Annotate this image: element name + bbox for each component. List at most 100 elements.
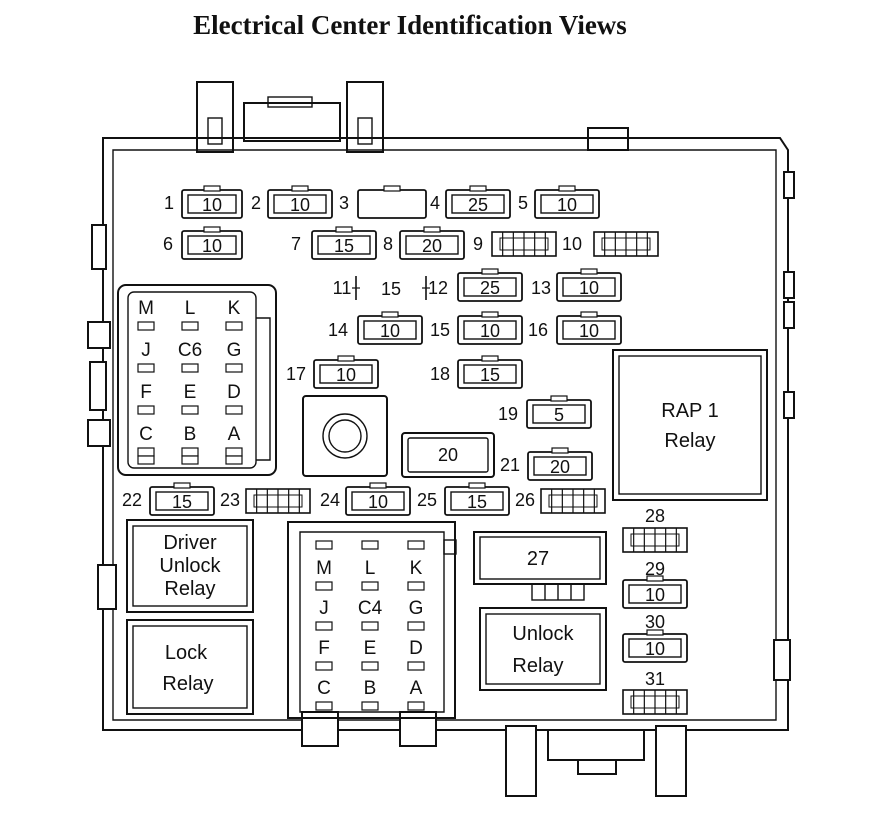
fuse-3-top-tab xyxy=(383,185,401,192)
connector_c6-terminal-pin xyxy=(225,321,243,331)
connector_c6-terminal-pin xyxy=(137,363,155,373)
fuse-15-window xyxy=(463,320,517,340)
connector_c6-terminal-label: G xyxy=(227,340,242,361)
connector_c4-terminal-label: D xyxy=(409,638,423,659)
fuse-22-rating: 15 xyxy=(172,492,192,512)
fuse-slot-26: 26 xyxy=(515,488,606,514)
fuse-4-position-label: 4 xyxy=(430,193,440,213)
fuse-11-position-label: 11 xyxy=(333,278,352,298)
connector_c6-terminal-label: F xyxy=(140,382,152,403)
fuse-17-window xyxy=(319,364,373,384)
maxi-fuse-20-label: 20 xyxy=(438,445,458,465)
connector_c4-terminal-pin xyxy=(361,661,379,671)
connector-c6 xyxy=(117,284,277,476)
fuse-12-rating: 25 xyxy=(480,278,500,298)
fuse-6-position-label: 6 xyxy=(163,234,173,254)
fuse-slot-31: 31 xyxy=(622,669,688,715)
driver-unlock-relay-line-3: Relay xyxy=(164,578,215,600)
fuse-1-top-tab xyxy=(203,185,221,192)
fuse-25-window xyxy=(450,491,504,511)
fuse-slot-11: 11 15 xyxy=(333,276,430,300)
connector_c4-terminal-pin xyxy=(407,661,425,671)
fuse-14-top-tab xyxy=(381,311,399,318)
fuse-slot-9: 9 xyxy=(473,231,557,257)
fuse-4-window xyxy=(451,194,505,214)
lock-relay-line-2: Relay xyxy=(162,673,213,695)
connector_c6-terminal-pin xyxy=(225,405,243,415)
connector_c6-terminal-label: C xyxy=(139,424,153,445)
fuse-31-socket-inner xyxy=(630,695,680,709)
connector_c4-terminal-label: L xyxy=(365,558,376,579)
connector_c4-terminal-label: A xyxy=(410,678,423,699)
connector_c4-terminal-pin xyxy=(361,581,379,591)
connector_c4-terminal-pin xyxy=(361,621,379,631)
fuse-26-position-label: 26 xyxy=(515,490,535,510)
fuse-10-socket-inner xyxy=(601,237,651,251)
circuit-breaker-socket xyxy=(302,395,388,477)
connector_c6-terminal-pin xyxy=(181,455,199,465)
connector_c6-terminal-label: M xyxy=(138,298,154,319)
fuse-11-rating: 15 xyxy=(381,279,401,299)
fuse-slot-4: 4 25 xyxy=(430,185,511,219)
connector_c6-terminal-label: J xyxy=(141,340,151,361)
connector_c6-terminal-label: D xyxy=(227,382,241,403)
fuse-17-position-label: 17 xyxy=(286,364,306,384)
connector_c4-terminal-pin xyxy=(407,621,425,631)
fuse-slot-22: 22 15 xyxy=(122,482,215,516)
fuse-slot-28: 28 xyxy=(622,506,688,553)
fuse-7-top-tab xyxy=(335,226,353,233)
fuse-5-rating: 10 xyxy=(557,195,577,215)
fuse-15-position-label: 15 xyxy=(430,320,450,340)
rap-1-relay-line-1: RAP 1 xyxy=(661,400,718,422)
fuse-16-position-label: 16 xyxy=(528,320,548,340)
fuse-18-window xyxy=(463,364,517,384)
fuse-24-rating: 10 xyxy=(368,492,388,512)
fuse-16-top-tab xyxy=(580,311,598,318)
fuse-22-top-tab xyxy=(173,482,191,489)
fuse-22-position-label: 22 xyxy=(122,490,142,510)
fuse-19-window xyxy=(532,404,586,424)
connector_c6-terminal-pin xyxy=(137,447,155,457)
fuse-1-window xyxy=(187,194,237,214)
fuse-15-rating: 10 xyxy=(480,321,500,341)
fuse-25-rating: 15 xyxy=(467,492,487,512)
connector_c6-terminal-pin xyxy=(181,447,199,457)
connector_c4-terminal-label: C xyxy=(317,678,331,699)
block-27: 27 xyxy=(473,531,607,601)
fuse-7-window xyxy=(317,235,371,255)
connector_c6-terminal-pin xyxy=(181,363,199,373)
fuse-14-position-label: 14 xyxy=(328,320,348,340)
fuse-29-top-tab xyxy=(646,575,664,582)
connector_c4-terminal-label: F xyxy=(318,638,330,659)
fuse-3-body xyxy=(357,189,427,219)
fuse-18-top-tab xyxy=(481,355,499,362)
fuse-4-rating: 25 xyxy=(468,195,488,215)
connector_c4-terminal-label: J xyxy=(319,598,329,619)
lock-relay-line-1: Lock xyxy=(165,642,208,664)
fuse-16-rating: 10 xyxy=(579,321,599,341)
driver-unlock-relay: Driver Unlock Relay xyxy=(126,519,254,613)
fuse-25-position-label: 25 xyxy=(417,490,437,510)
fuse-slot-10: 10 xyxy=(562,231,659,257)
fuse-29-window xyxy=(628,584,682,604)
diagram-title: Electrical Center Identification Views xyxy=(193,10,627,40)
connector_c4-terminal-pin xyxy=(407,540,425,550)
connector_c6-terminal-label: A xyxy=(228,424,241,445)
connector_c4-terminal-pin xyxy=(315,661,333,671)
unlock-relay-line-2: Relay xyxy=(512,655,563,677)
fuse-slot-3: 3 xyxy=(339,185,427,219)
fuse-23-socket-inner xyxy=(253,494,303,508)
fuse-30-position-label: 30 xyxy=(645,612,665,632)
fuse-7-rating: 15 xyxy=(334,236,354,256)
fuse-16-window xyxy=(562,320,616,340)
fuse-30-rating: 10 xyxy=(645,639,665,659)
